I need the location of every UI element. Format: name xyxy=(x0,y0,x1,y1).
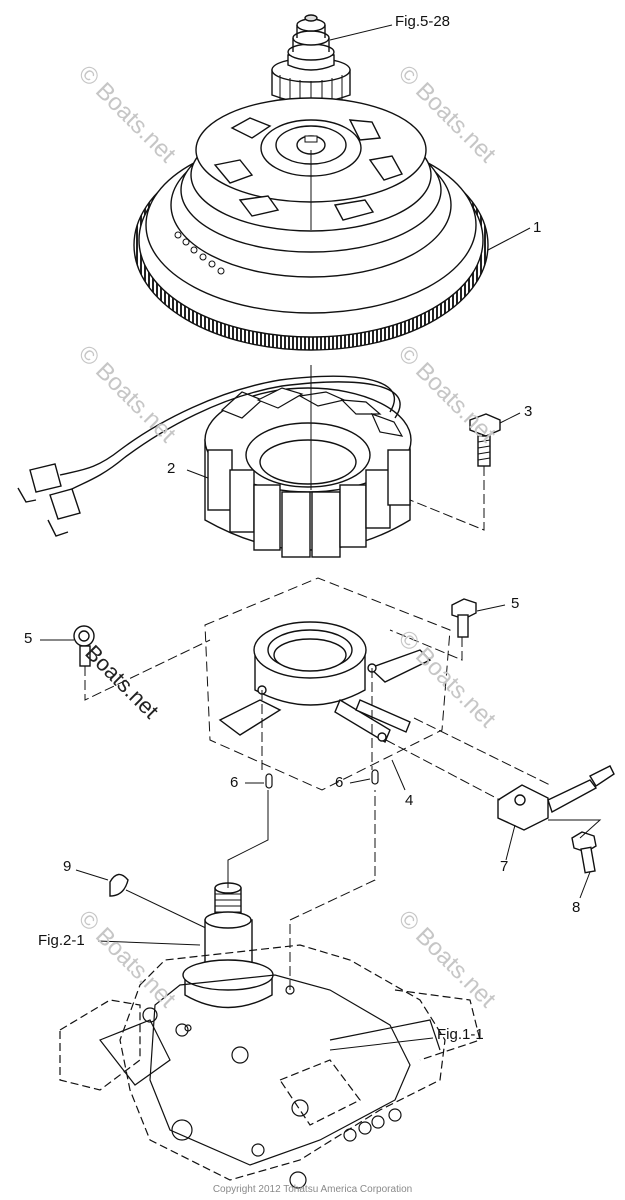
bolt-5-left xyxy=(73,625,95,667)
flywheel-nut xyxy=(271,14,351,107)
callout-part-5-left: 5 xyxy=(24,630,33,647)
stator-base xyxy=(204,577,451,791)
woodruff-key xyxy=(109,873,129,897)
pulser-coil xyxy=(497,765,615,831)
callout-part-7: 7 xyxy=(500,858,509,875)
callout-part-9: 9 xyxy=(63,858,72,875)
callout-part-6-left: 6 xyxy=(230,774,239,791)
callout-fig-2-1: Fig.2-1 xyxy=(38,932,85,949)
callout-part-5-right: 5 xyxy=(511,595,520,612)
callout-fig-1-1: Fig.1-1 xyxy=(437,1026,484,1043)
callout-part-6-right: 6 xyxy=(335,774,344,791)
callout-part-4: 4 xyxy=(405,792,414,809)
stator xyxy=(204,387,412,558)
copyright-notice: Copyright 2012 Tohatsu America Corporati… xyxy=(212,1184,413,1195)
callout-part-3: 3 xyxy=(524,403,533,420)
callout-fig-5-28: Fig.5-28 xyxy=(395,13,451,30)
bolt-5-right xyxy=(451,598,477,638)
dowel-pins xyxy=(265,769,379,789)
bolt-3 xyxy=(469,413,501,467)
callout-part-2: 2 xyxy=(167,460,176,477)
crankcase xyxy=(59,944,481,1189)
callout-part-8: 8 xyxy=(572,899,581,916)
screw-8 xyxy=(571,831,597,874)
crankshaft xyxy=(182,882,274,1009)
callout-part-1: 1 xyxy=(533,219,542,236)
stator-wire-harness xyxy=(17,375,401,537)
